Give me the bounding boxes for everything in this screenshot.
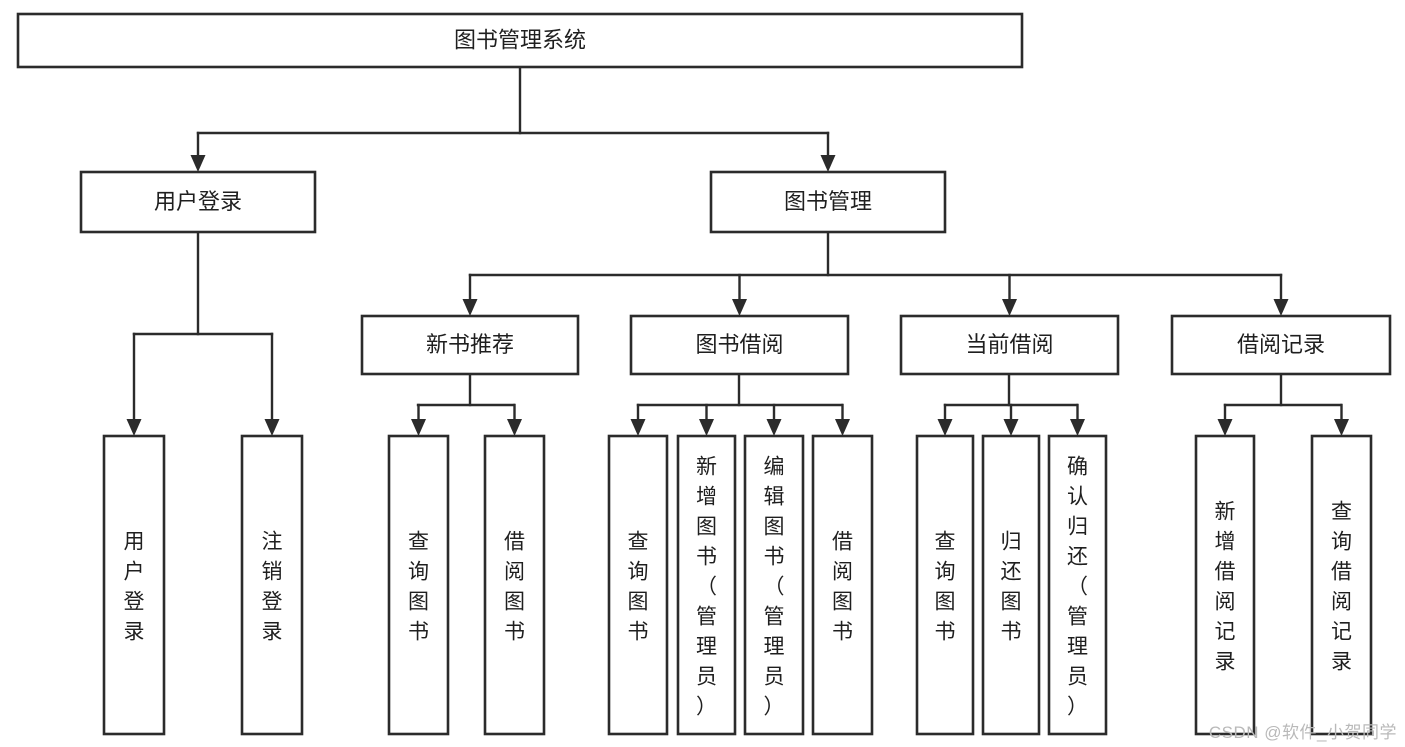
- arrow-leaf-logout-login: [264, 419, 280, 436]
- node-borrow-record[interactable]: 借阅记录: [1170, 314, 1392, 376]
- node-box-leaf-add-borrow-record: [1194, 434, 1256, 736]
- node-box-book-borrow: [629, 314, 850, 376]
- node-box-leaf-query-book-borrow: [607, 434, 669, 736]
- node-leaf-borrow-book[interactable]: 借阅图书: [811, 434, 874, 736]
- node-box-leaf-borrow-book: [811, 434, 874, 736]
- node-box-current-borrow: [899, 314, 1120, 376]
- node-label-leaf-add-book-admin: 新增图书（管理员）: [696, 455, 717, 718]
- arrow-leaf-user-login: [126, 419, 142, 436]
- node-box-leaf-add-book-admin: [676, 434, 737, 736]
- arrow-leaf-borrow-book: [835, 419, 850, 436]
- node-label-leaf-return-book: 归还图书: [1001, 530, 1022, 643]
- arrow-leaf-return-book: [1003, 419, 1019, 436]
- node-label-leaf-query-borrow-record: 查询借阅记录: [1331, 500, 1352, 673]
- arrow-new-book-recommend: [462, 299, 478, 316]
- connector-lines-group: [126, 65, 1349, 436]
- csdn-watermark: CSDN @软件_小贺同学: [1208, 723, 1397, 742]
- node-leaf-query-book-recommend[interactable]: 查询图书: [387, 434, 450, 736]
- node-leaf-query-book-borrow[interactable]: 查询图书: [607, 434, 669, 736]
- node-label-user-login: 用户登录: [154, 189, 242, 214]
- node-leaf-confirm-return-admin[interactable]: 确认归还（管理员）: [1047, 434, 1108, 736]
- node-label-leaf-logout-login: 注销登录: [262, 530, 283, 643]
- node-box-borrow-record: [1170, 314, 1392, 376]
- node-book-borrow[interactable]: 图书借阅: [629, 314, 850, 376]
- arrow-book-borrow: [732, 299, 747, 316]
- node-label-book-management: 图书管理: [784, 189, 872, 214]
- node-label-root: 图书管理系统: [454, 27, 586, 52]
- node-box-leaf-borrow-book-recommend: [483, 434, 546, 736]
- node-label-leaf-borrow-book-recommend: 借阅图书: [504, 530, 525, 643]
- node-leaf-query-book-current[interactable]: 查询图书: [915, 434, 975, 736]
- arrow-leaf-confirm-return-admin: [1070, 419, 1085, 436]
- arrow-leaf-query-book-borrow: [630, 419, 646, 436]
- arrow-leaf-borrow-book-recommend: [507, 419, 522, 436]
- node-box-leaf-query-book-recommend: [387, 434, 450, 736]
- arrow-leaf-edit-book-admin: [766, 419, 782, 436]
- node-label-book-borrow: 图书借阅: [695, 332, 783, 357]
- node-label-leaf-borrow-book: 借阅图书: [832, 530, 853, 643]
- node-box-leaf-confirm-return-admin: [1047, 434, 1108, 736]
- node-leaf-add-book-admin[interactable]: 新增图书（管理员）: [676, 434, 737, 736]
- node-label-leaf-confirm-return-admin: 确认归还（管理员）: [1067, 455, 1088, 718]
- node-label-new-book-recommend: 新书推荐: [426, 332, 514, 357]
- node-leaf-logout-login[interactable]: 注销登录: [240, 434, 304, 736]
- node-box-leaf-logout-login: [240, 434, 304, 736]
- node-label-leaf-query-book-recommend: 查询图书: [408, 530, 429, 643]
- node-box-leaf-user-login: [102, 434, 166, 736]
- node-current-borrow[interactable]: 当前借阅: [899, 314, 1120, 376]
- node-user-login[interactable]: 用户登录: [79, 170, 317, 234]
- node-leaf-query-borrow-record[interactable]: 查询借阅记录: [1310, 434, 1373, 736]
- node-label-borrow-record: 借阅记录: [1237, 332, 1325, 357]
- node-root[interactable]: 图书管理系统: [16, 12, 1024, 69]
- node-box-leaf-return-book: [981, 434, 1041, 736]
- node-book-management[interactable]: 图书管理: [709, 170, 947, 234]
- node-label-leaf-add-borrow-record: 新增借阅记录: [1215, 500, 1236, 673]
- node-leaf-borrow-book-recommend[interactable]: 借阅图书: [483, 434, 546, 736]
- node-label-leaf-edit-book-admin: 编辑图书（管理员）: [764, 455, 785, 718]
- arrow-leaf-add-borrow-record: [1217, 419, 1233, 436]
- node-label-leaf-user-login: 用户登录: [124, 530, 145, 643]
- node-leaf-return-book[interactable]: 归还图书: [981, 434, 1041, 736]
- node-box-user-login: [79, 170, 317, 234]
- node-leaf-add-borrow-record[interactable]: 新增借阅记录: [1194, 434, 1256, 736]
- node-label-current-borrow: 当前借阅: [965, 332, 1053, 357]
- node-leaf-user-login[interactable]: 用户登录: [102, 434, 166, 736]
- node-label-leaf-query-book-borrow: 查询图书: [628, 530, 649, 643]
- arrow-user-login: [190, 155, 206, 172]
- arrow-leaf-add-book-admin: [699, 419, 714, 436]
- node-box-book-management: [709, 170, 947, 234]
- node-label-leaf-query-book-current: 查询图书: [935, 530, 956, 643]
- node-box-leaf-query-book-current: [915, 434, 975, 736]
- node-box-new-book-recommend: [360, 314, 580, 376]
- arrow-leaf-query-book-recommend: [411, 419, 426, 436]
- arrow-book-management: [820, 155, 836, 172]
- node-box-leaf-edit-book-admin: [743, 434, 805, 736]
- node-box-leaf-query-borrow-record: [1310, 434, 1373, 736]
- nodes-group: 图书管理系统用户登录图书管理新书推荐图书借阅当前借阅借阅记录用户登录注销登录查询…: [16, 12, 1392, 736]
- arrow-leaf-query-borrow-record: [1334, 419, 1349, 436]
- arrow-borrow-record: [1273, 299, 1289, 316]
- arrow-leaf-query-book-current: [937, 419, 953, 436]
- node-new-book-recommend[interactable]: 新书推荐: [360, 314, 580, 376]
- arrow-current-borrow: [1002, 299, 1017, 316]
- node-box-root: [16, 12, 1024, 69]
- node-leaf-edit-book-admin[interactable]: 编辑图书（管理员）: [743, 434, 805, 736]
